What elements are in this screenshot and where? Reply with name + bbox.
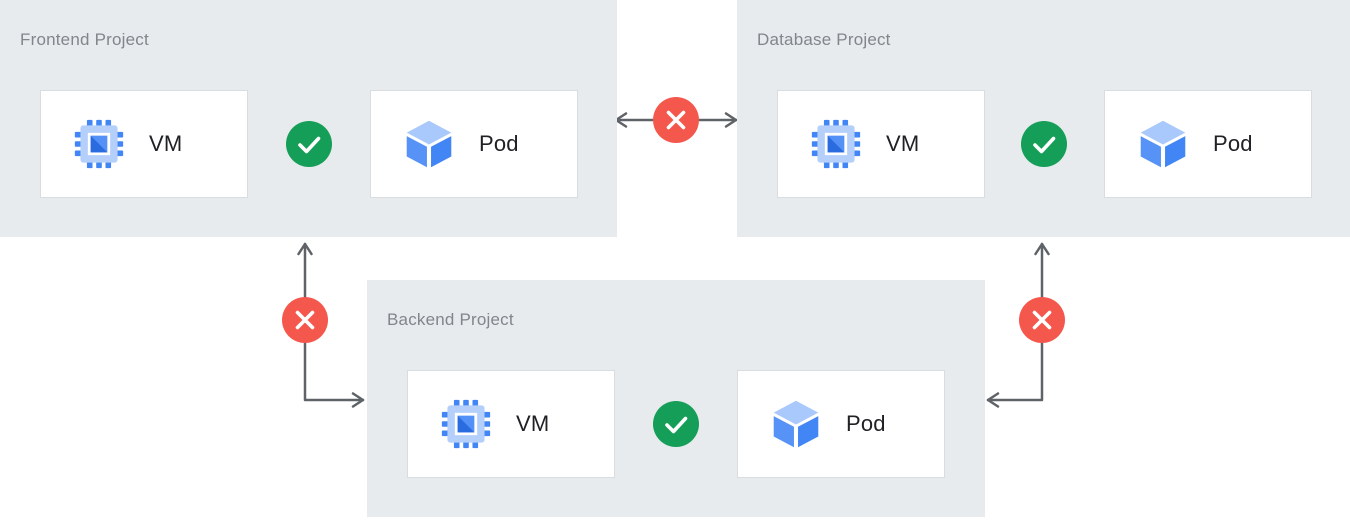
pod-cube-icon [770,398,822,450]
compute-vm-icon [440,398,492,450]
cross-icon [1019,297,1065,343]
vm-node-label: VM [886,131,920,156]
pod-cube-icon [403,118,455,170]
vm-node-label: VM [516,411,550,436]
check-icon [1021,121,1067,167]
vm-node-card: VM [40,90,248,198]
check-icon [286,121,332,167]
cross-icon [282,297,328,343]
vm-node-card: VM [777,90,985,198]
pod-node-label: Pod [846,411,886,436]
compute-vm-icon [73,118,125,170]
pod-node-card: Pod [370,90,578,198]
pod-node-card: Pod [1104,90,1312,198]
pod-cube-icon [1137,118,1189,170]
pod-node-card: Pod [737,370,945,478]
check-icon [653,401,699,447]
vm-node-card: VM [407,370,615,478]
pod-node-label: Pod [1213,131,1253,156]
project-panel-frontend: Frontend Project VM [0,0,617,237]
project-panel-backend: Backend Project VM [367,280,985,517]
pod-node-label: Pod [479,131,519,156]
project-panel-database: Database Project VM [737,0,1350,237]
project-title: Database Project [757,30,891,49]
vm-node-label: VM [149,131,183,156]
compute-vm-icon [810,118,862,170]
project-title: Frontend Project [20,30,149,49]
cross-icon [653,97,699,143]
project-title: Backend Project [387,310,514,329]
